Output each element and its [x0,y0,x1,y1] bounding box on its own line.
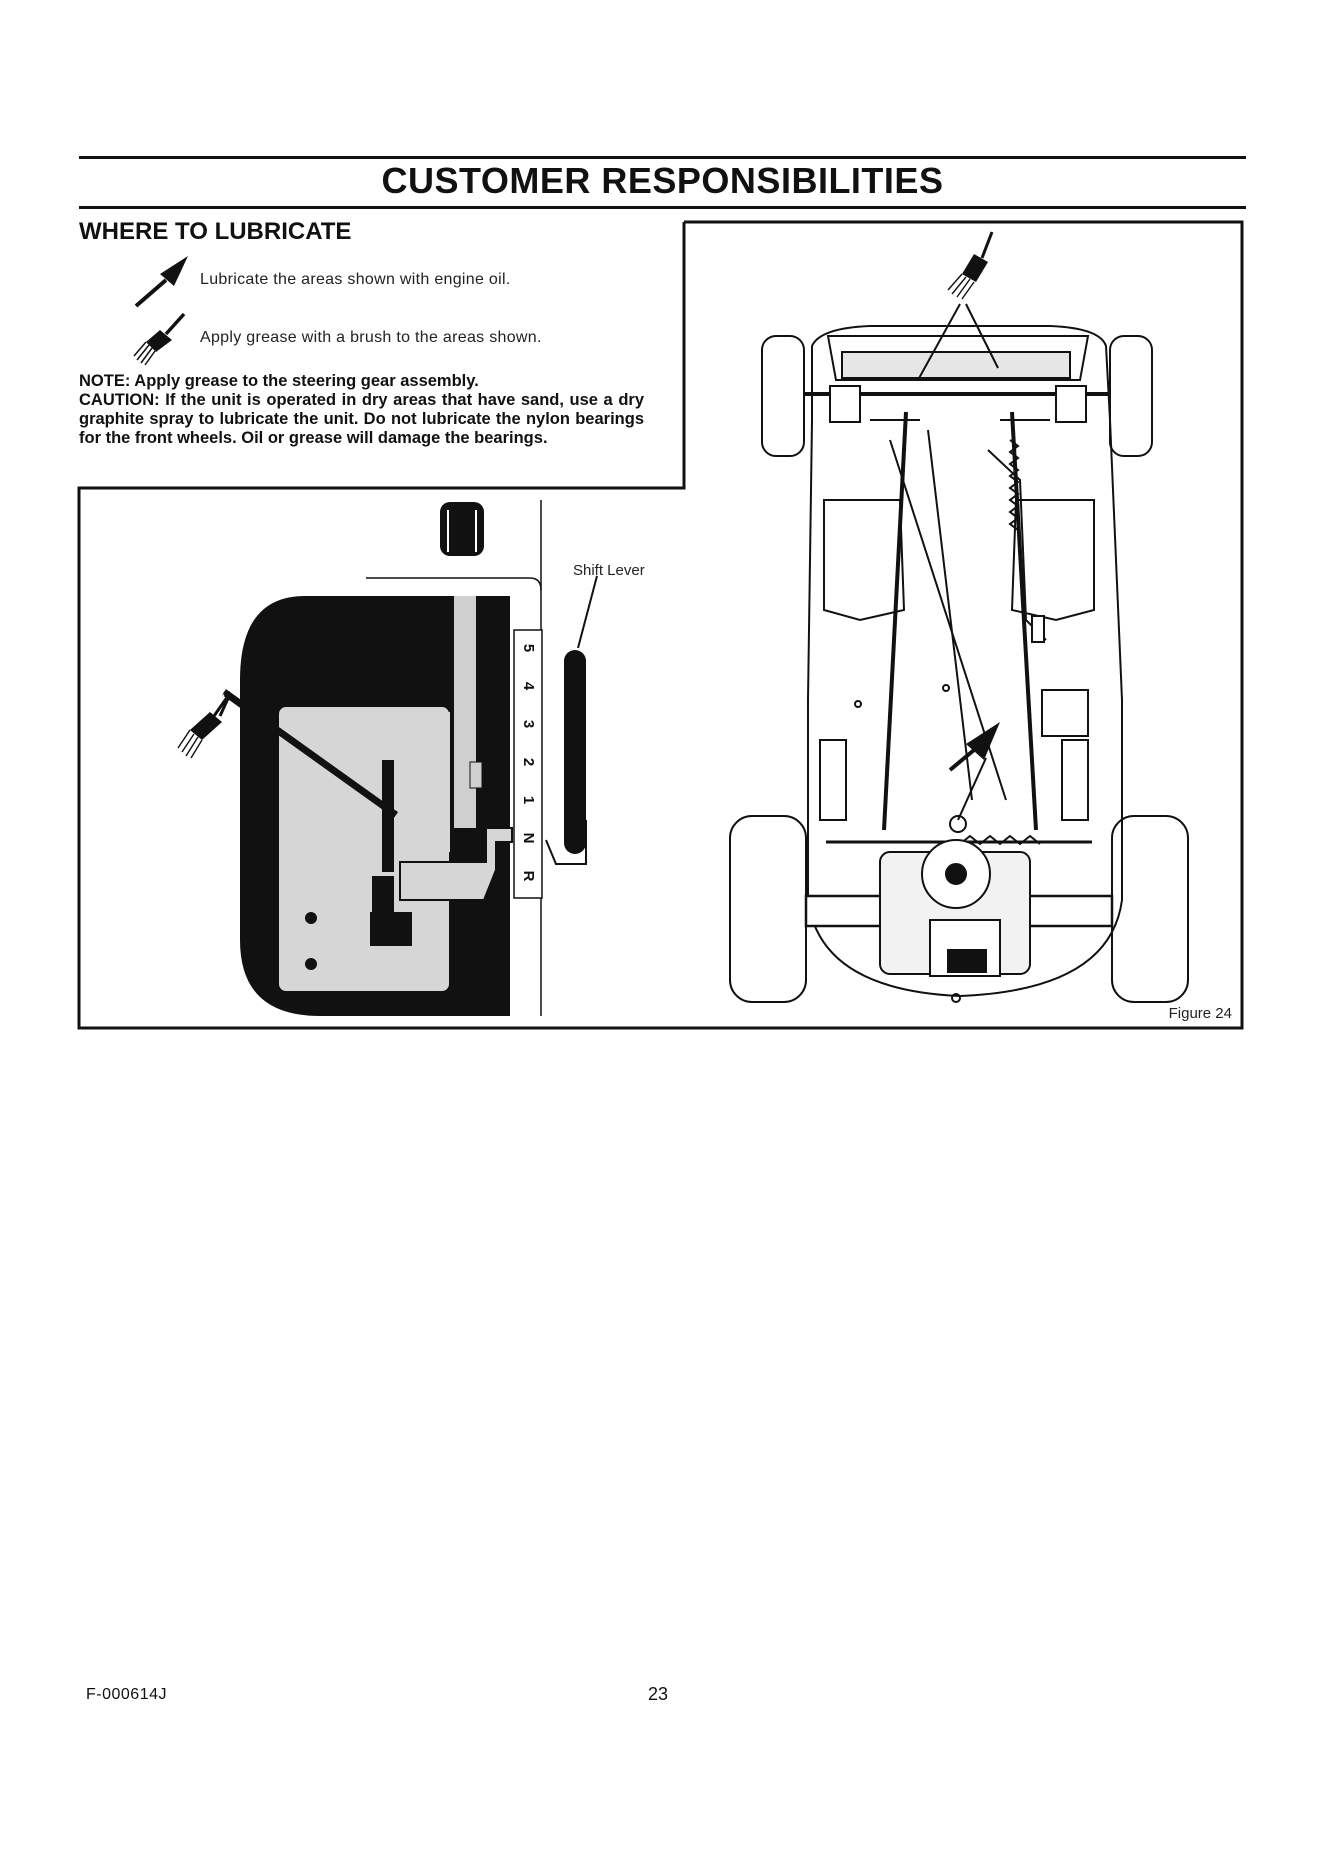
handle-top [440,502,484,556]
shift-lever-label: Shift Lever [573,562,645,579]
legend-oil: Lubricate the areas shown with engine oi… [130,252,511,308]
legend-grease-text: Apply grease with a brush to the areas s… [200,329,542,346]
legend-grease: Apply grease with a brush to the areas s… [130,310,542,366]
oil-can-icon [134,256,188,308]
shift-detail-illustration [177,500,598,1016]
front-left-wheel [761,335,805,457]
rear-left-wheel [729,815,807,1003]
gearbox-body [277,705,451,993]
section-heading: WHERE TO LUBRICATE [79,218,352,245]
gear-label-2: 2 [520,758,537,766]
console-plate [454,596,476,828]
title-rule [79,206,1246,209]
transmission-housing [240,596,510,1016]
gear-slot [513,629,543,899]
chassis-outline [807,325,1123,998]
shift-lever [564,650,586,854]
grease-brush-icon [133,312,186,366]
gear-labels: 5 4 3 2 1N R [520,644,537,882]
gear-label-1: 1 [520,796,537,804]
tractor-underside-illustration [729,325,1189,1003]
document-code: F-000614J [86,1686,167,1703]
steering-gear-plate [841,351,1071,379]
caution-text: CAUTION: If the unit is operated in dry … [79,391,644,447]
top-rule [79,156,1246,159]
transaxle [879,851,1031,975]
rear-axle [804,894,1114,928]
gear-label-r: R [520,871,537,882]
oil-can-icon-transaxle [948,722,1000,821]
grease-brush-icon-transmission [177,689,399,818]
page-number: 23 [648,1684,669,1704]
transaxle-pulley [921,839,991,909]
page-title: CUSTOMER RESPONSIBILITIES [381,160,944,201]
shift-linkage [399,827,513,901]
rear-right-wheel [1111,815,1189,1003]
grease-brush-icon-steering [917,231,999,381]
gear-label-3: 3 [520,720,537,728]
lubrication-notes: NOTE: Apply grease to the steering gear … [79,372,644,448]
front-right-wheel [1109,335,1153,457]
legend-oil-text: Lubricate the areas shown with engine oi… [200,271,511,288]
gear-label-5: 5 [520,644,537,652]
shift-label-leader [577,575,598,649]
gear-label-4: 4 [520,682,537,691]
gear-label-n: N [520,833,537,844]
note-text: NOTE: Apply grease to the steering gear … [79,372,479,390]
figure-caption: Figure 24 [1168,1005,1232,1022]
